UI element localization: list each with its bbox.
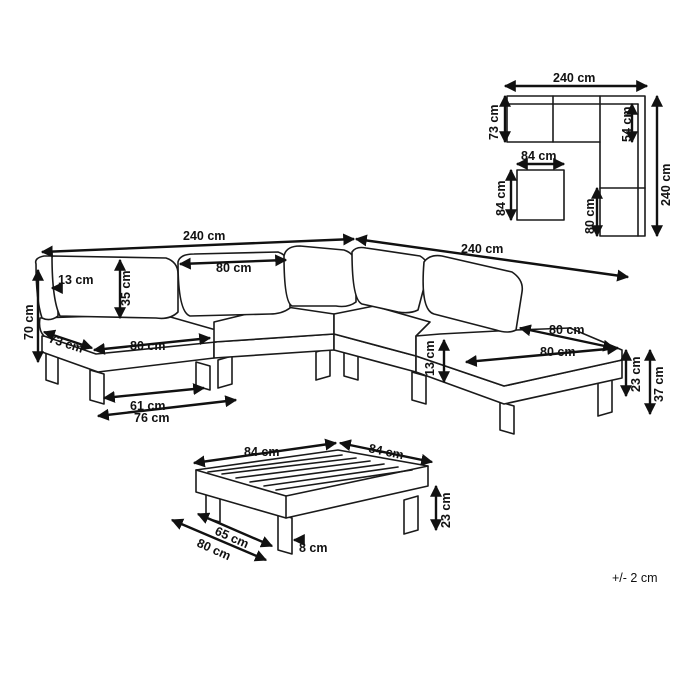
table-leg-width-label: 8 cm <box>299 541 328 555</box>
table-leg-front-right <box>277 513 293 555</box>
coffee-table-drawing: 84 cm 84 cm 23 cm 65 cm 80 cm 8 cm <box>170 438 453 563</box>
sofa-lounger-width-label: 80 cm <box>549 323 584 337</box>
sofa-module-width-dimension <box>92 333 212 355</box>
sofa-leg-outer-dimension <box>96 395 238 421</box>
sofa-lounger-depth-dimension <box>464 343 620 367</box>
sofa-cushion-width-label: 80 cm <box>216 261 251 275</box>
table-width-dimension <box>192 438 338 468</box>
table-height-label: 23 cm <box>439 493 453 528</box>
plan-depth-label: 73 cm <box>487 105 501 140</box>
plan-view: 240 cm 73 cm 54 cm 240 cm 80 cm 84 cm 84… <box>487 71 673 238</box>
sofa-cushion-width-dimension <box>178 254 288 270</box>
sofa-backrest-height-label: 35 cm <box>119 271 133 306</box>
sofa-side-width-dimension <box>354 234 630 282</box>
sofa-seat-depth-dimension <box>42 329 94 351</box>
sofa-total-width-label: 240 cm <box>183 229 225 243</box>
plan-width-label: 240 cm <box>553 71 595 85</box>
table-width-label: 84 cm <box>244 445 279 459</box>
sofa-seat-height-label: 23 cm <box>629 357 643 392</box>
table-leg-back-right <box>403 495 419 535</box>
table-depth-dimension <box>338 439 434 466</box>
plan-corner-label: 80 cm <box>583 199 597 234</box>
table-outer-depth-dimension <box>170 518 268 562</box>
sofa-leg-inner-dimension <box>102 383 206 403</box>
plan-table-outline <box>516 169 565 221</box>
sofa-lounger-depth-label: 80 cm <box>540 345 575 359</box>
sofa-frame-height-label: 13 cm <box>423 341 437 376</box>
tolerance-note: +/- 2 cm <box>612 571 658 585</box>
sofa-module-width-label: 80 cm <box>130 339 165 353</box>
sofa-drawing: 240 cm 240 cm 70 cm 13 cm 35 cm 80 cm 73… <box>22 229 666 435</box>
sofa-leg-outer-label: 76 cm <box>134 411 169 425</box>
plan-table-width-label: 84 cm <box>521 149 556 163</box>
sofa-height-label: 70 cm <box>22 305 36 340</box>
plan-seat-depth-label: 54 cm <box>620 107 634 142</box>
sofa-total-width-dimension <box>40 233 356 258</box>
plan-side-label: 240 cm <box>659 164 673 206</box>
sofa-side-width-label: 240 cm <box>461 242 503 256</box>
sofa-arm-width-label: 13 cm <box>58 273 93 287</box>
sofa-total-seat-height-label: 37 cm <box>652 367 666 402</box>
plan-table-depth-label: 84 cm <box>494 181 508 216</box>
